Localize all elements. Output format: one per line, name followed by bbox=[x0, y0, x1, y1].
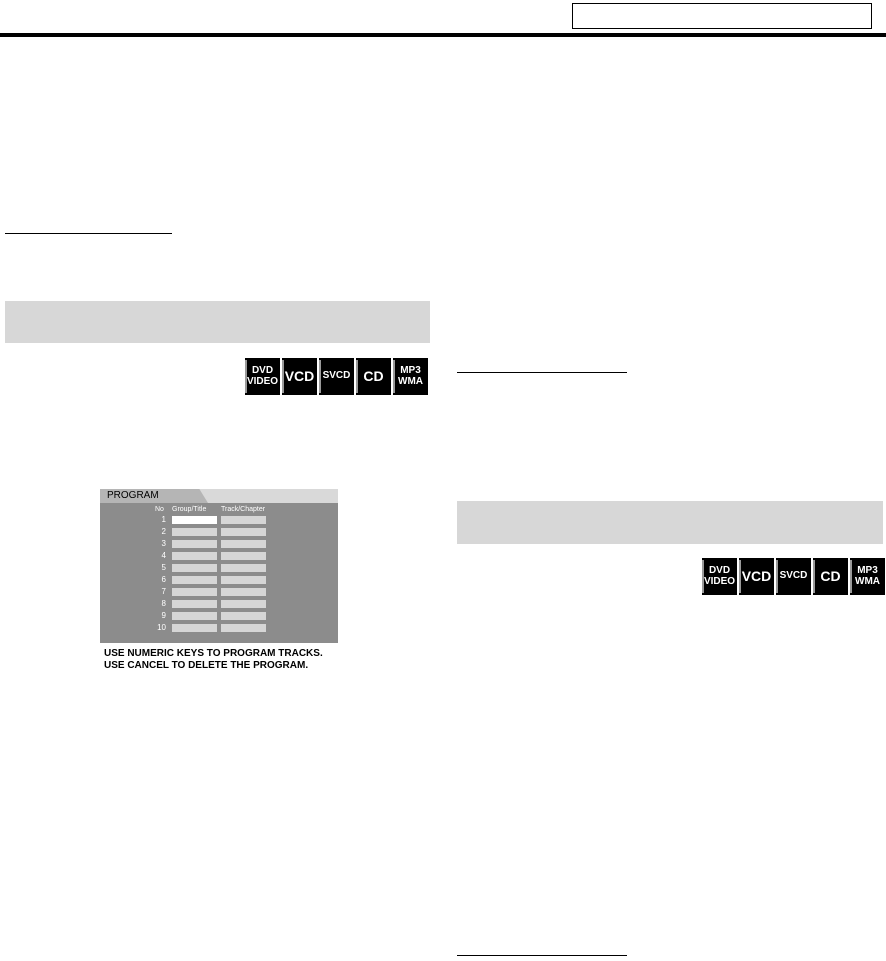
track-chapter-cell[interactable] bbox=[221, 528, 266, 536]
group-title-cell[interactable] bbox=[172, 552, 217, 560]
program-row-number: 10 bbox=[157, 623, 166, 632]
badge-cd: CD bbox=[356, 358, 391, 395]
program-table: No Group/Title Track/Chapter 1 2 3 4 5 6… bbox=[100, 503, 338, 643]
column-group-title-header: Group/Title bbox=[172, 506, 207, 513]
program-row-number: 3 bbox=[161, 539, 166, 548]
instruction-line: USE CANCEL TO DELETE THE PROGRAM. bbox=[104, 660, 309, 671]
note-rule-right-bottom bbox=[457, 955, 627, 956]
instruction-line: USE NUMERIC KEYS TO PROGRAM TRACKS. bbox=[104, 648, 323, 659]
group-title-cell[interactable] bbox=[172, 624, 217, 632]
program-row: 8 bbox=[100, 599, 338, 609]
group-title-cell[interactable] bbox=[172, 516, 217, 524]
program-tab bbox=[100, 489, 208, 503]
program-screen: PROGRAM No Group/Title Track/Chapter 1 2… bbox=[100, 489, 338, 643]
program-row: 3 bbox=[100, 539, 338, 549]
program-row-number: 2 bbox=[161, 527, 166, 536]
program-tab-label: PROGRAM bbox=[107, 490, 159, 501]
program-row-number: 6 bbox=[161, 575, 166, 584]
track-chapter-cell[interactable] bbox=[221, 540, 266, 548]
program-row-number: 8 bbox=[161, 599, 166, 608]
group-title-cell[interactable] bbox=[172, 612, 217, 620]
program-row: 5 bbox=[100, 563, 338, 573]
track-chapter-cell[interactable] bbox=[221, 576, 266, 584]
program-row: 9 bbox=[100, 611, 338, 621]
group-title-cell[interactable] bbox=[172, 588, 217, 596]
group-title-cell[interactable] bbox=[172, 600, 217, 608]
note-rule-right-top bbox=[457, 372, 627, 373]
note-rule-left bbox=[5, 233, 172, 234]
column-track-chapter-header: Track/Chapter bbox=[221, 506, 266, 513]
group-title-cell[interactable] bbox=[172, 564, 217, 572]
program-row-number: 9 bbox=[161, 611, 166, 620]
section-bar-left bbox=[5, 301, 430, 343]
track-chapter-cell[interactable] bbox=[221, 564, 266, 572]
program-row: 2 bbox=[100, 527, 338, 537]
badge-svcd: SVCD bbox=[319, 358, 354, 395]
track-chapter-cell[interactable] bbox=[221, 588, 266, 596]
section-bar-right bbox=[457, 501, 883, 544]
header-label-box bbox=[572, 3, 872, 29]
column-no-header: No bbox=[155, 506, 164, 513]
group-title-cell[interactable] bbox=[172, 528, 217, 536]
program-row-number: 7 bbox=[161, 587, 166, 596]
program-row: 7 bbox=[100, 587, 338, 597]
program-row-number: 5 bbox=[161, 563, 166, 572]
badge-cd: CD bbox=[813, 558, 848, 595]
program-row: 1 bbox=[100, 515, 338, 525]
program-row-number: 1 bbox=[161, 515, 166, 524]
program-row: 4 bbox=[100, 551, 338, 561]
program-row: 10 bbox=[100, 623, 338, 633]
badge-svcd: SVCD bbox=[776, 558, 811, 595]
group-title-cell[interactable] bbox=[172, 576, 217, 584]
badge-vcd: VCD bbox=[739, 558, 774, 595]
group-title-cell[interactable] bbox=[172, 540, 217, 548]
track-chapter-cell[interactable] bbox=[221, 552, 266, 560]
track-chapter-cell[interactable] bbox=[221, 516, 266, 524]
program-row-number: 4 bbox=[161, 551, 166, 560]
badge-vcd: VCD bbox=[282, 358, 317, 395]
track-chapter-cell[interactable] bbox=[221, 624, 266, 632]
program-row: 6 bbox=[100, 575, 338, 585]
header-rule bbox=[0, 33, 886, 37]
program-instructions: USE NUMERIC KEYS TO PROGRAM TRACKS. USE … bbox=[104, 648, 364, 672]
track-chapter-cell[interactable] bbox=[221, 600, 266, 608]
track-chapter-cell[interactable] bbox=[221, 612, 266, 620]
